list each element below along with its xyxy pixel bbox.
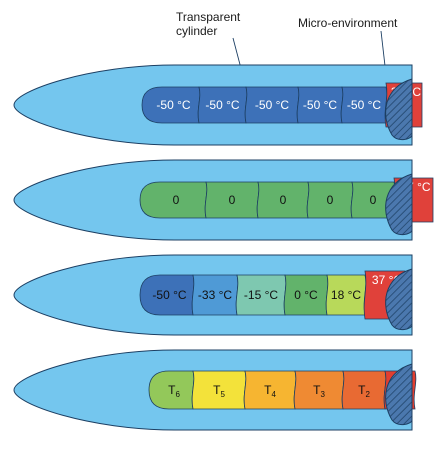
segment-label-4: 0 °C	[294, 288, 318, 302]
segment-label-2: -33 °C	[198, 288, 232, 302]
annotation-transparent-cylinder-line1: Transparent	[176, 10, 241, 24]
segment-label-3: -50 °C	[255, 98, 289, 112]
segment-label-4: -50 °C	[303, 98, 337, 112]
segment-label-5: -50 °C	[347, 98, 381, 112]
segment-label-3: 0	[280, 193, 287, 207]
hatched-tissue	[385, 363, 413, 426]
segment-label-4: 0	[327, 193, 334, 207]
hatched-tissue	[385, 268, 413, 331]
segment-label-2: 0	[229, 193, 236, 207]
segment-label-1: -50 °C	[156, 98, 190, 112]
cryo-panel-4: T6T5T4T3T2T1	[13, 349, 417, 431]
segment-label-3: -15 °C	[244, 288, 278, 302]
annotation-micro-environment: Micro-environment	[298, 16, 398, 30]
segment-label-1: -50 °C	[152, 288, 186, 302]
segment-label-5: 18 °C	[331, 288, 361, 302]
segment-label-2: -50 °C	[205, 98, 239, 112]
cryo-panel-1: -50 °C-50 °C-50 °C-50 °C-50 °C37 °C	[13, 64, 423, 146]
segment-label-1: 0	[173, 193, 180, 207]
segment-label-5: 0	[370, 193, 377, 207]
annotation-transparent-cylinder-line2: cylinder	[176, 24, 217, 38]
hatched-tissue	[385, 173, 413, 236]
hatched-tissue	[385, 78, 413, 141]
